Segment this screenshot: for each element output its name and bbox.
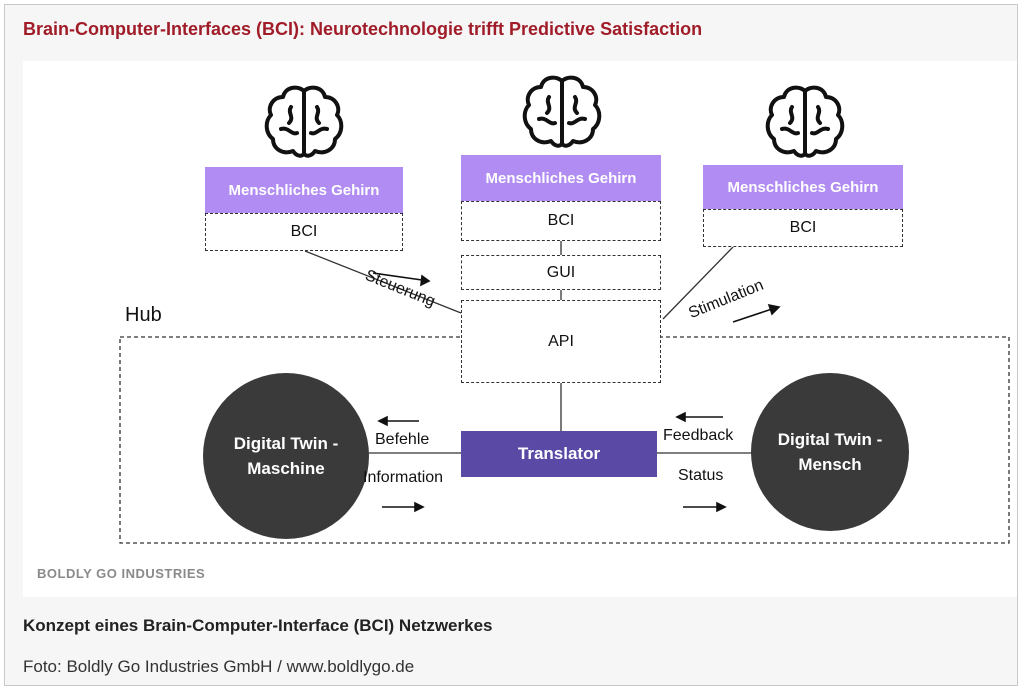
figure-caption: Konzept eines Brain-Computer-Interface (…	[23, 616, 493, 635]
gui-box: GUI	[461, 255, 661, 290]
watermark-logo: BOLDLY GO INDUSTRIES	[37, 566, 206, 581]
hub-label: Hub	[125, 304, 162, 326]
brain-label-left: Menschliches Gehirn	[205, 167, 403, 213]
stimulation-arrow	[732, 307, 776, 323]
brain-icon	[264, 85, 344, 158]
brain-label-right: Menschliches Gehirn	[703, 165, 903, 209]
brain-icon	[522, 75, 602, 148]
steuerung-arrow	[372, 272, 430, 282]
digital-twin-human: Digital Twin - Mensch	[751, 373, 909, 531]
page-title: Brain-Computer-Interfaces (BCI): Neurote…	[23, 19, 703, 39]
bci-box-left: BCI	[205, 213, 403, 251]
edge-label-status: Status	[678, 467, 724, 484]
edge-label-feedback: Feedback	[663, 427, 734, 444]
bci-diagram: Menschliches Gehirn BCI Menschliches Geh…	[23, 61, 1017, 597]
photo-credit: Foto: Boldly Go Industries GmbH / www.bo…	[23, 657, 415, 676]
edge-label-befehle: Befehle	[375, 431, 430, 448]
bci-box-right: BCI	[703, 209, 903, 247]
left-connector	[304, 250, 462, 314]
translator-box: Translator	[461, 431, 657, 477]
article-frame: Brain-Computer-Interfaces (BCI): Neurote…	[4, 4, 1018, 686]
digital-twin-machine: Digital Twin - Maschine	[203, 373, 369, 539]
right-connector	[662, 246, 734, 320]
bci-box-middle: BCI	[461, 201, 661, 241]
edge-label-information: Information	[363, 469, 444, 486]
brain-label-middle: Menschliches Gehirn	[461, 155, 661, 201]
brain-icon	[765, 85, 845, 158]
api-box: API	[461, 300, 661, 383]
